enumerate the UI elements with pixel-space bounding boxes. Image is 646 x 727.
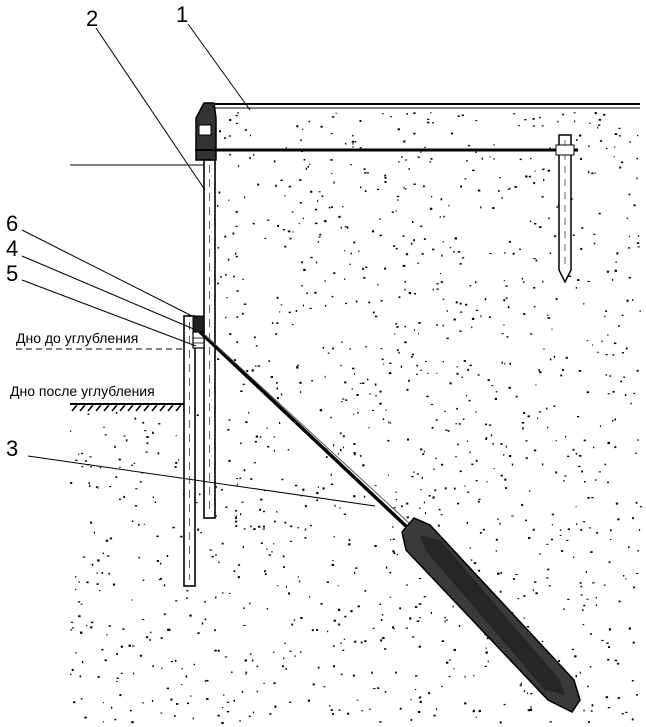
capping-beam — [196, 103, 216, 160]
callout-5: 5 — [6, 261, 18, 286]
ground-surface — [215, 104, 640, 108]
callout-1: 1 — [176, 2, 188, 27]
leader-lines — [22, 24, 375, 506]
callout-6: 6 — [6, 211, 18, 236]
label-bottom-before: Дно до углубления — [16, 330, 138, 346]
callout-4: 4 — [6, 236, 18, 261]
front-sheet-pile — [184, 316, 195, 586]
callout-3: 3 — [6, 436, 18, 461]
bottom-after-line — [70, 404, 184, 411]
soil-fill — [70, 112, 642, 724]
inclined-ground-anchor — [200, 332, 580, 712]
anchor-pile — [556, 135, 574, 282]
label-bottom-after: Дно после углубления — [10, 383, 155, 399]
tie-rod — [70, 150, 578, 165]
callout-2: 2 — [86, 6, 98, 31]
